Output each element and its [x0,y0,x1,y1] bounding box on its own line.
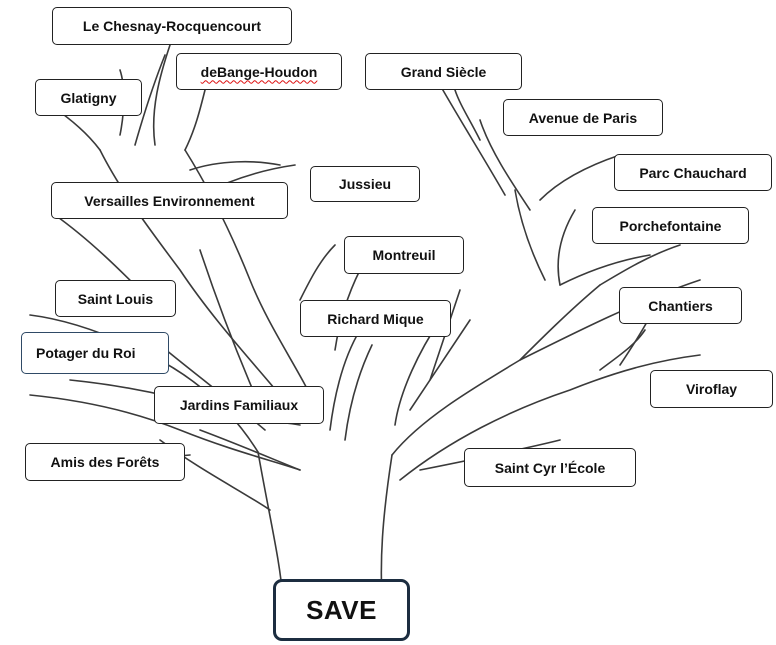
label-jardins-familiaux[interactable]: Jardins Familiaux [154,386,324,424]
label-le-chesnay[interactable]: Le Chesnay-Rocquencourt [52,7,292,45]
label-jussieu[interactable]: Jussieu [310,166,420,202]
label-montreuil[interactable]: Montreuil [344,236,464,274]
label-saint-cyr[interactable]: Saint Cyr l’École [464,448,636,487]
label-porchefontaine[interactable]: Porchefontaine [592,207,749,244]
label-amis-des-forets[interactable]: Amis des Forêts [25,443,185,481]
label-potager-du-roi[interactable]: Potager du Roi [21,332,169,374]
label-saint-louis[interactable]: Saint Louis [55,280,176,317]
label-chantiers[interactable]: Chantiers [619,287,742,324]
save-button[interactable]: SAVE [273,579,410,641]
label-parc-chauchard[interactable]: Parc Chauchard [614,154,772,191]
label-glatigny[interactable]: Glatigny [35,79,142,116]
label-avenue-de-paris[interactable]: Avenue de Paris [503,99,663,136]
label-debange-houdon-text: deBange-Houdon [200,63,318,80]
label-grand-siecle[interactable]: Grand Siècle [365,53,522,90]
label-richard-mique[interactable]: Richard Mique [300,300,451,337]
label-viroflay[interactable]: Viroflay [650,370,773,408]
label-debange-houdon[interactable]: deBange-Houdon [176,53,342,90]
label-versailles-environnement[interactable]: Versailles Environnement [51,182,288,219]
